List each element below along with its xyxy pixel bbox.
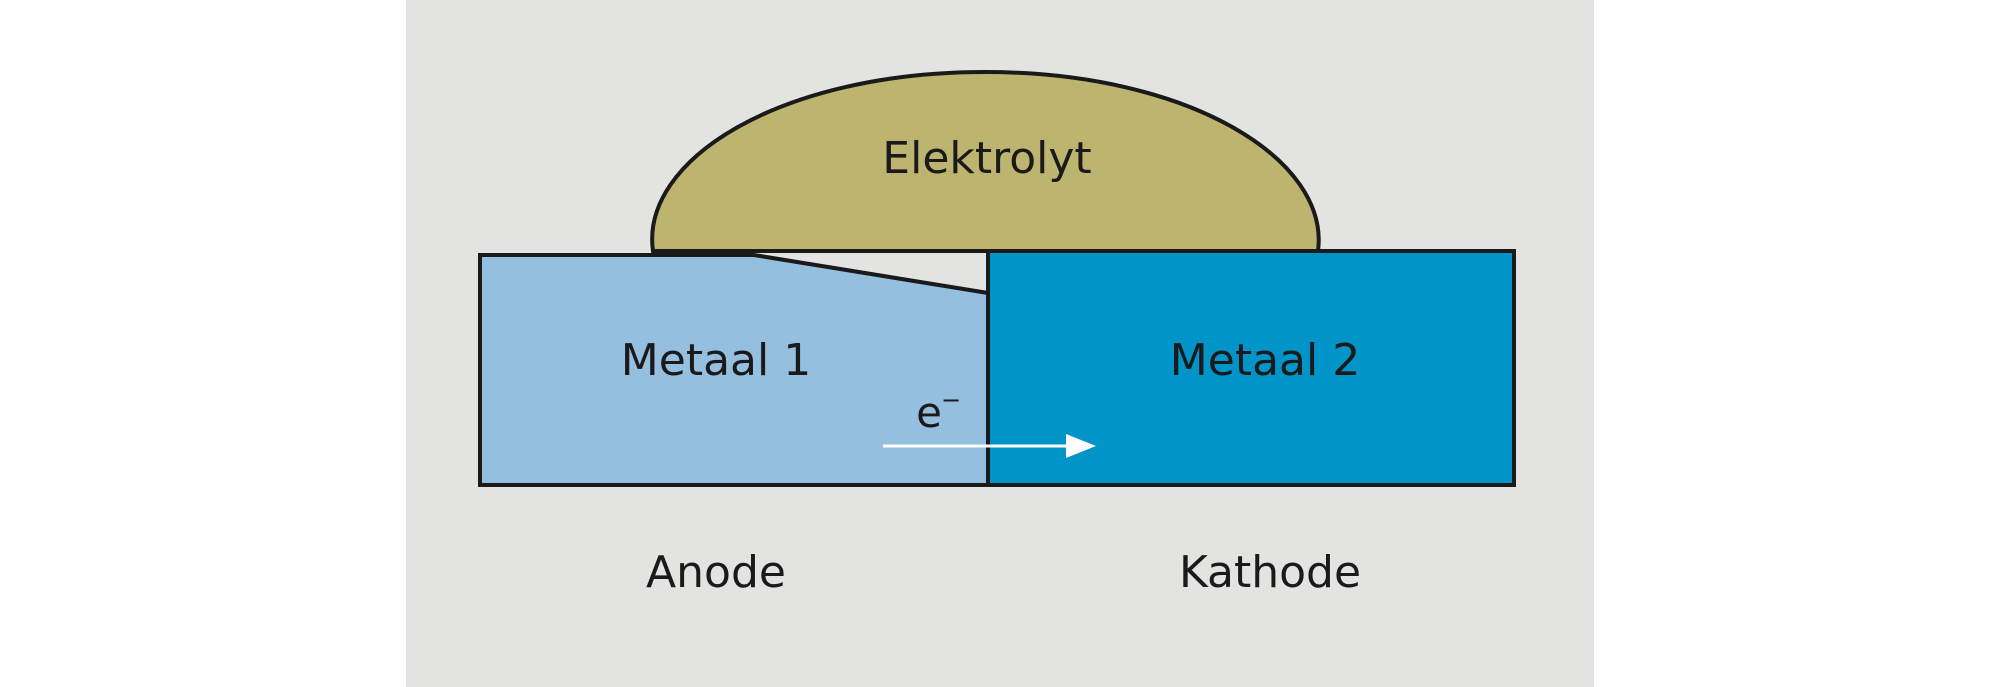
electron-charge-label: − xyxy=(941,386,961,414)
electrolyte-label: Elektrolyt xyxy=(882,133,1091,184)
electron-label: e xyxy=(916,388,942,437)
metal2-label: Metaal 2 xyxy=(1170,335,1360,386)
anode-label: Anode xyxy=(646,547,786,598)
electrolyte-shape xyxy=(650,69,1321,253)
metal1-label: Metaal 1 xyxy=(621,335,811,386)
cathode-label: Kathode xyxy=(1179,547,1361,598)
